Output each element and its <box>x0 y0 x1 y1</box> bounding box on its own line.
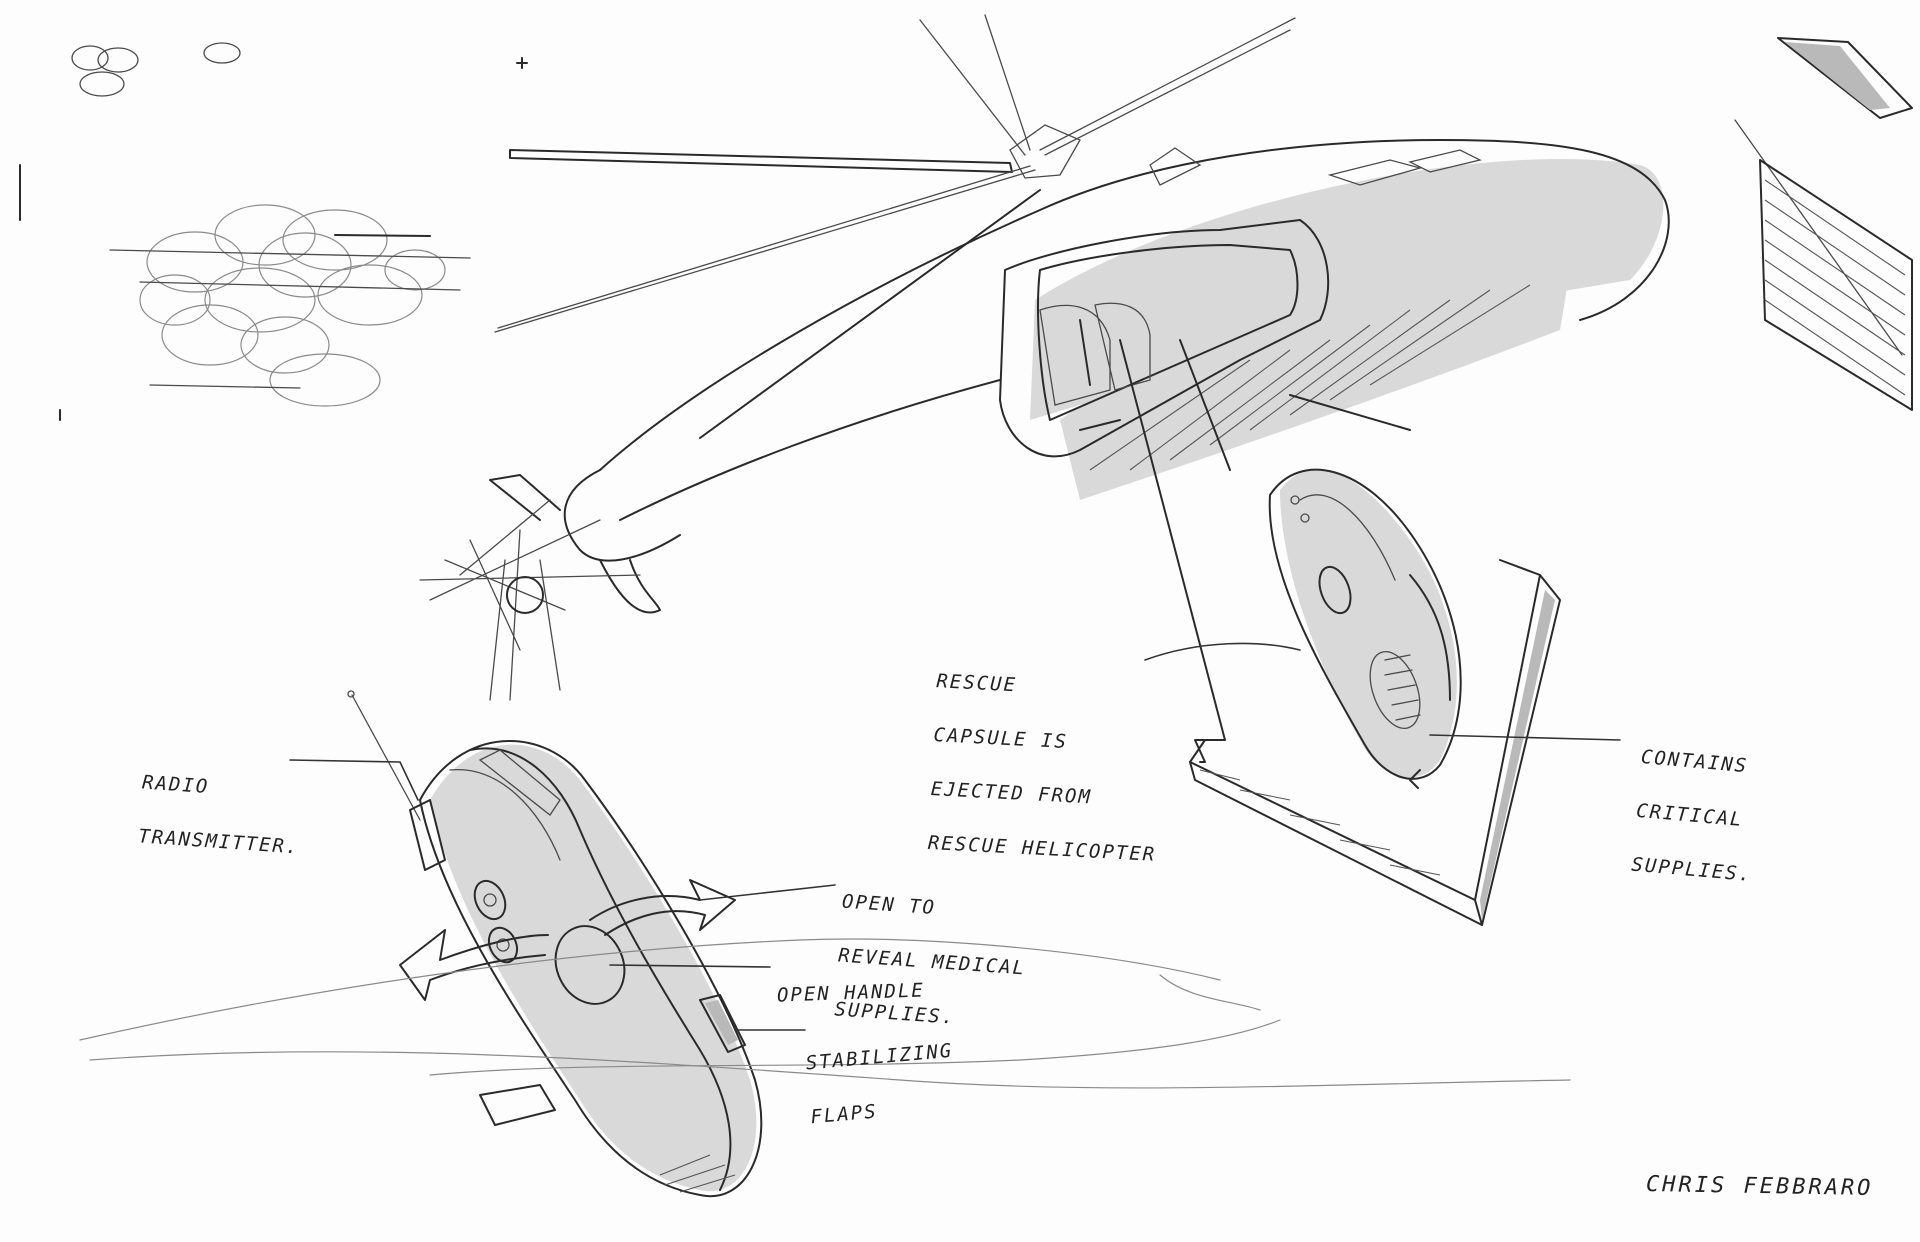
annotation-line: CRITICAL <box>1635 799 1745 832</box>
leader-rescue <box>1144 642 1301 661</box>
callout-leader-lines <box>289 642 1621 1031</box>
annotation-line: RESCUE HELICOPTER <box>927 831 1157 866</box>
corner-doodles <box>19 42 528 221</box>
artist-signature: CHRIS FEBBRARO <box>1645 1172 1874 1201</box>
annotation-line: RADIO <box>141 771 210 799</box>
annotation-line: OPEN HANDLE <box>776 979 926 1007</box>
leader-handle <box>609 964 771 968</box>
annotation-line: TRANSMITTER. <box>137 825 301 859</box>
leader-radio <box>289 759 419 801</box>
motion-sweeps <box>79 938 1571 1089</box>
annotation-radio-transmitter: RADIO TRANSMITTER. <box>135 743 305 889</box>
leader-supplies <box>1429 734 1621 741</box>
annotation-line: CONTAINS <box>1640 745 1750 778</box>
annotation-contains-supplies: CONTAINS CRITICAL SUPPLIES. <box>1628 717 1765 916</box>
annotation-rescue-capsule: RESCUE CAPSULE IS EJECTED FROM RESCUE HE… <box>926 641 1167 896</box>
rescue-helicopter <box>419 14 1670 701</box>
leader-open <box>699 884 836 901</box>
annotation-line: EJECTED FROM <box>930 778 1093 809</box>
annotation-line: STABILIZING <box>804 1039 955 1075</box>
annotation-line: RESCUE <box>935 670 1018 697</box>
ejected-capsule <box>1268 468 1462 789</box>
annotation-line: FLAPS <box>809 1100 879 1129</box>
ejection-arrow <box>1119 339 1561 926</box>
capsule-detail-view <box>347 690 763 1198</box>
annotation-line: SUPPLIES. <box>1630 853 1754 887</box>
panel-fragment <box>1734 37 1913 411</box>
annotation-line: OPEN TO <box>841 890 937 920</box>
annotation-line: CAPSULE IS <box>933 724 1069 754</box>
rotor-blur-cluster <box>59 204 471 421</box>
annotation-stabilizing-flaps: STABILIZING FLAPS <box>802 1011 961 1158</box>
